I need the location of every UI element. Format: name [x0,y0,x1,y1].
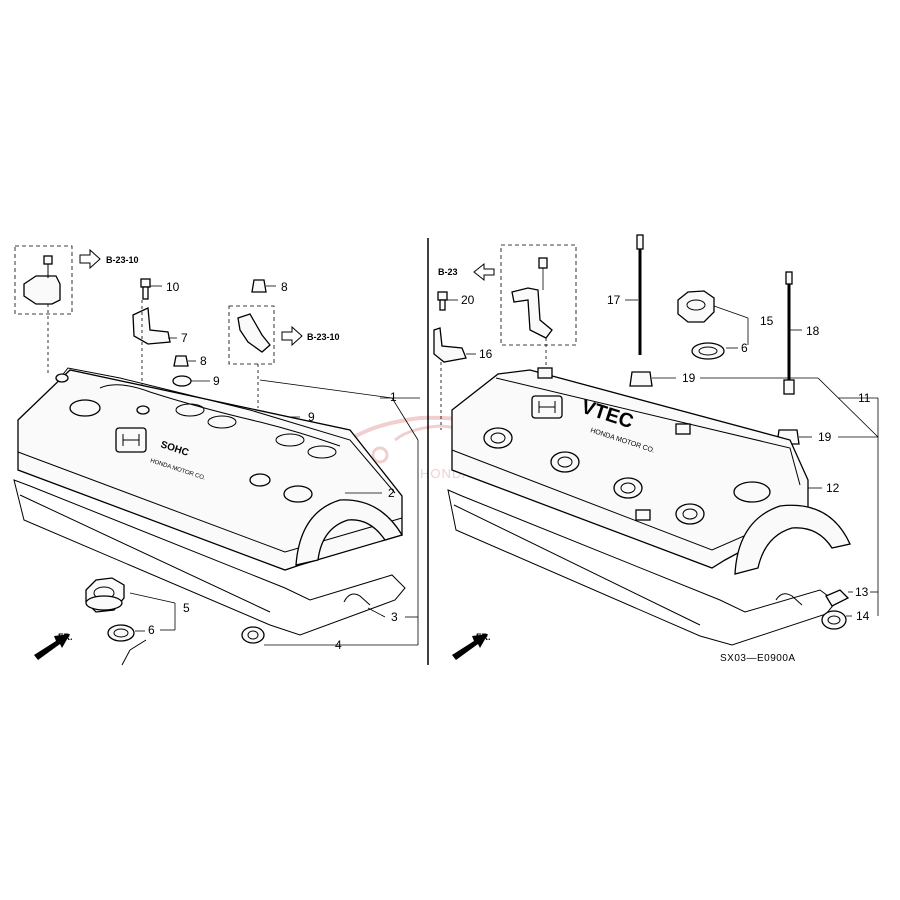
bracket-part-7 [132,307,171,345]
callout-4: 4 [335,638,342,652]
front-direction-arrow: FR. [34,632,73,660]
front-direction-arrow-right: FR. [452,632,491,660]
callout-16: 16 [479,347,493,361]
callout-9-lower: 9 [308,410,315,424]
callout-15: 15 [760,314,774,328]
callout-13: 13 [855,585,869,599]
bracket-part [23,275,61,305]
callout-2: 2 [388,486,395,500]
callout-6-right: 6 [741,341,748,355]
callout-8-lower: 8 [200,354,207,368]
callout-14: 14 [856,609,870,623]
bracket-part-16 [433,327,467,363]
callout-19-upper: 19 [682,371,696,385]
front-label-right: FR. [476,632,491,642]
callout-11: 11 [858,391,871,405]
callout-1: 1 [390,390,397,404]
callout-5: 5 [183,601,190,615]
callout-20: 20 [461,293,475,307]
ref-arrow-b-23-10: B-23-10 [79,248,139,270]
detail-box-left [14,245,73,315]
callout-9-upper: 9 [213,374,220,388]
front-label: FR. [58,632,73,642]
grommet-part-19 [629,371,653,387]
callout-3: 3 [391,610,398,624]
ref-label: B-23-10 [106,255,139,265]
valve-cover-right: VTEC HONDA MOTOR CO. [451,367,851,575]
bolt-part-20 [437,291,458,311]
oil-filler-cap-15 [677,290,715,323]
gasket-part-3 [13,479,406,636]
valve-cover-left: SOHC HONDA MOTOR CO. [17,367,403,571]
seal-part-14 [821,610,847,630]
callout-7: 7 [181,331,188,345]
right-panel: B-23 [433,234,879,664]
left-panel: B-23-10 B-23-10 [13,245,420,666]
detail-box-right [500,244,577,346]
cap-gasket-6 [107,624,135,642]
stud-part-17 [625,234,644,355]
oil-filler-cap-5 [85,577,125,613]
callout-19-lower: 19 [818,430,832,444]
callout-10: 10 [166,280,180,294]
cap-gasket-6-right [691,342,725,360]
grommet-part-8 [173,355,189,367]
ref-arrow-b-23-10-mid: B-23-10 [281,325,340,347]
ref-label: B-23 [438,267,458,277]
bolt-part-10 [140,278,162,300]
ref-arrow-b-23: B-23 [438,262,495,282]
ref-label: B-23-10 [307,332,340,342]
callout-8-upper: 8 [281,280,288,294]
callout-6: 6 [148,623,155,637]
callout-18: 18 [806,324,820,338]
callout-17: 17 [607,293,621,307]
stud-part-18 [783,271,802,395]
washer-part-9 [172,375,192,387]
seal-part-4 [241,626,265,644]
callout-12: 12 [826,481,840,495]
detail-box-middle [228,305,275,365]
grommet-part-8-top [251,279,276,293]
diagram-code: SX03—E0900A [720,653,796,664]
